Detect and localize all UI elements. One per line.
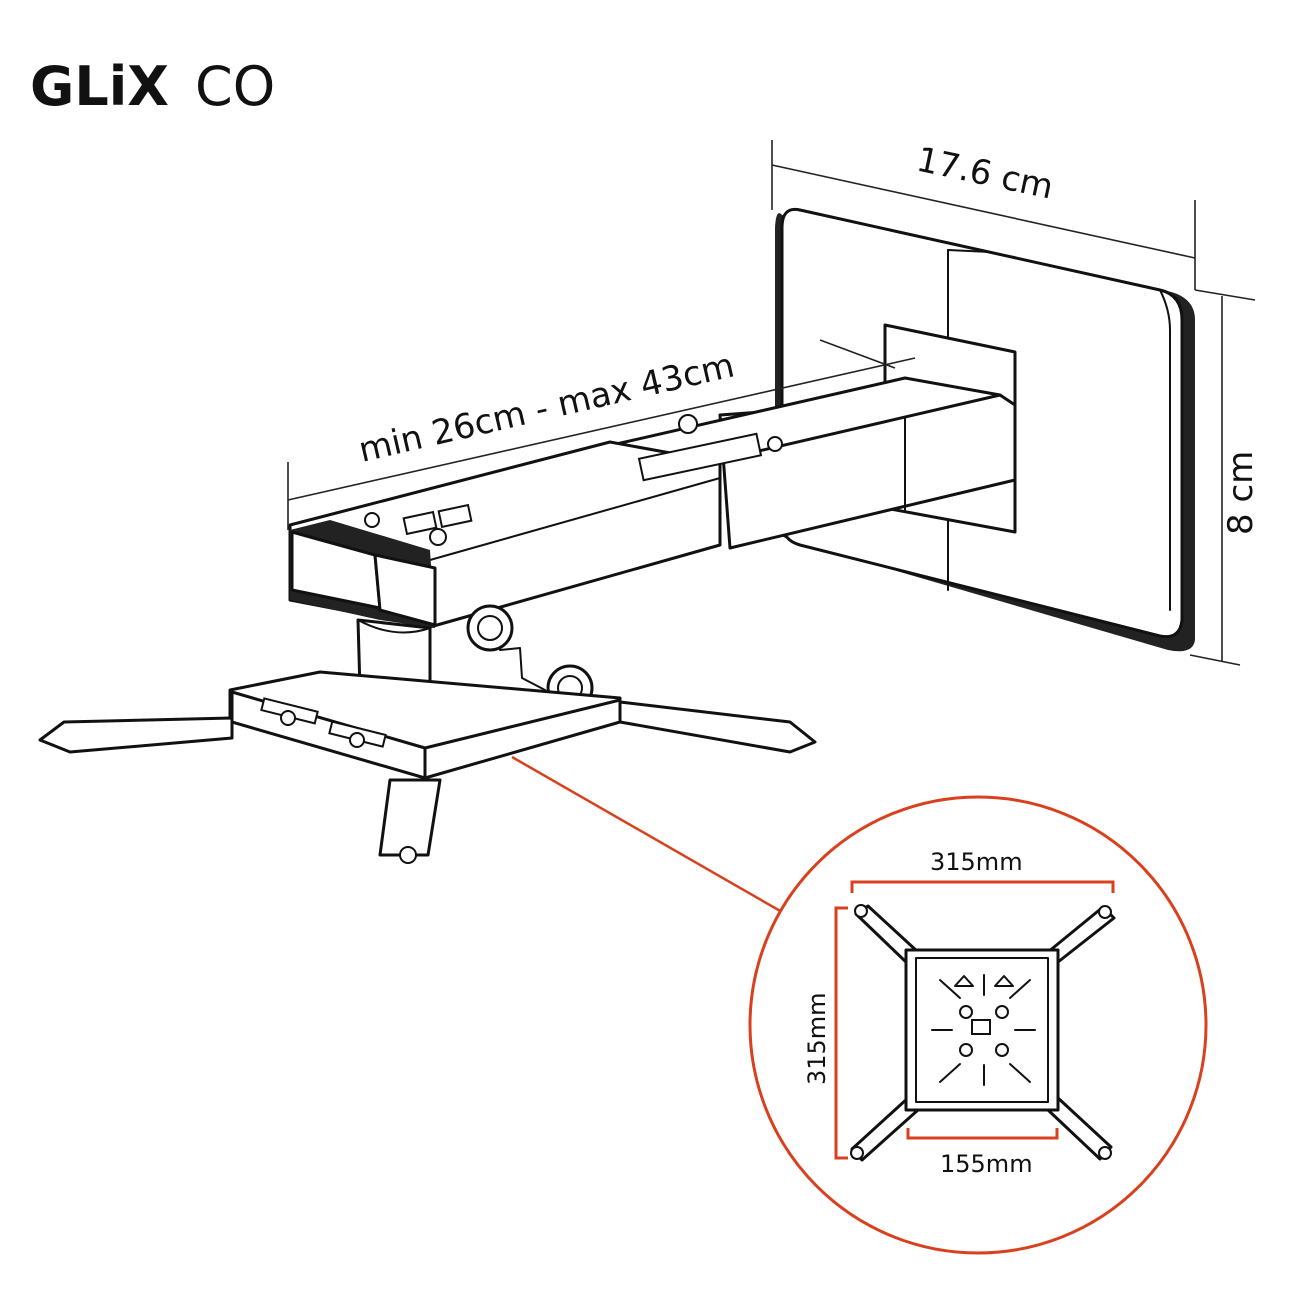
brand-logo: GLiX CO [30, 55, 275, 118]
top-dimension-bracket [850, 880, 1115, 893]
center-plate [904, 948, 1060, 1112]
side-dimension-bracket [834, 906, 848, 1160]
telescopic-arm [288, 376, 1017, 629]
plate-height-label: 8 cm [1221, 451, 1261, 535]
logo-bold-text: GLiX [30, 55, 169, 118]
detail-side-span-label: 315mm [803, 992, 831, 1085]
detail-bottom-span-label: 155mm [940, 1150, 1033, 1178]
detail-zoom: 315mm 315mm 155mm [748, 795, 1208, 1255]
detail-callout-line [511, 755, 783, 914]
bottom-dimension-bracket [906, 1128, 1059, 1140]
dimension-lines [287, 140, 1256, 666]
spider-arms [850, 904, 1116, 1162]
projector-bracket [38, 670, 817, 864]
logo-light-text: CO [195, 55, 275, 118]
plate-width-label: 17.6 cm [913, 140, 1057, 208]
detail-top-span-label: 315mm [930, 848, 1023, 876]
